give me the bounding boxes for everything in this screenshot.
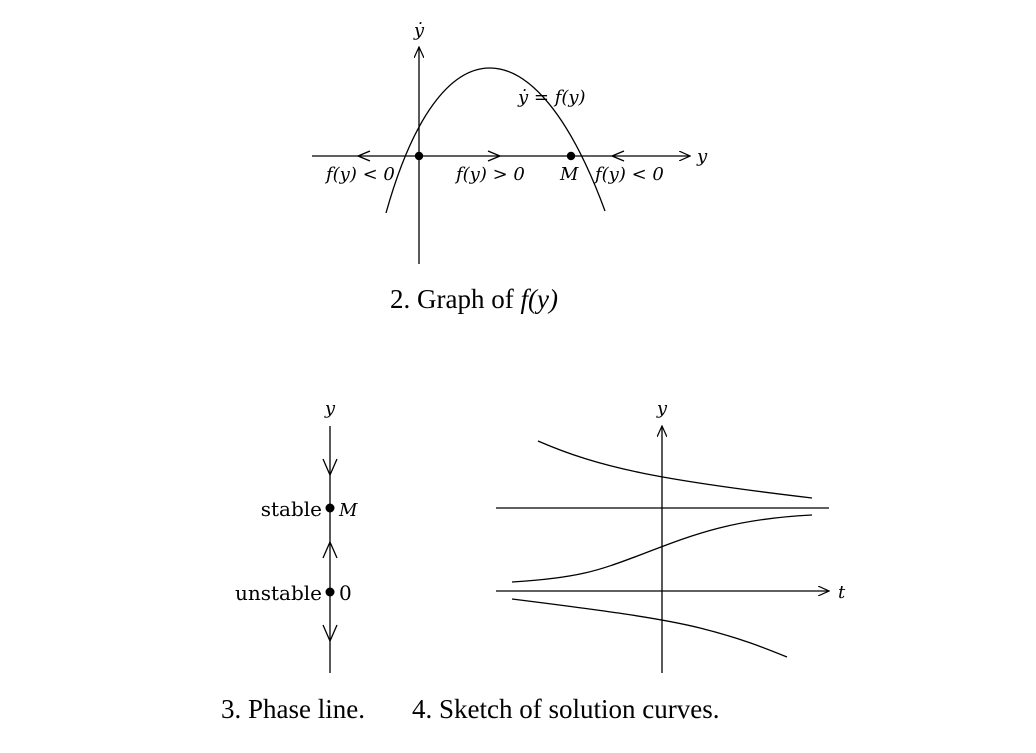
region-right-label: f(y) < 0 [593,164,664,185]
figure-3-phase-line: y stable M unstable 0 [235,398,358,673]
equilibrium-point-m [566,151,576,161]
phase-line-axis-label: y [324,398,336,419]
unstable-point-label: 0 [339,581,352,605]
figure-2-caption: 2. Graph of f(y) [390,284,558,314]
unstable-label: unstable [235,581,322,605]
y-axis-label: y [696,146,708,167]
solution-y-axis-label: y [656,398,668,419]
solution-curve-logistic [511,514,813,583]
figure-4-solution-curves: y t [496,398,846,673]
point-m-label: M [559,164,579,185]
curve-label: ẏ = f(y) [517,87,586,108]
solution-curve-above-m [537,440,813,499]
right-direction-arrow-icon [610,150,625,162]
solution-curve-below-zero [511,598,788,658]
down-arrow-icon-top [322,458,338,477]
figure-3-caption: 3. Phase line. [221,694,365,724]
figure-2-caption-math: f(y) [520,284,557,314]
stable-point-label: M [338,500,358,521]
stable-label: stable [261,497,322,521]
unstable-point-zero [325,587,335,597]
figure-2-caption-text: 2. Graph of [390,284,520,314]
stable-point-m [325,503,335,513]
up-arrow-icon-middle [322,540,338,559]
region-middle-label: f(y) > 0 [454,164,525,185]
middle-direction-arrow-icon [487,150,502,162]
down-arrow-icon-bottom [322,624,338,643]
solution-t-axis-label: t [838,582,846,603]
figure-2-graph: ẏ y ẏ = f(y) f(y) < 0 f(y) > 0 M f(y) < … [312,20,708,314]
left-direction-arrow-icon [356,150,371,162]
equilibrium-point-zero [414,151,424,161]
parabola-curve [385,67,606,214]
region-left-label: f(y) < 0 [324,164,395,185]
figure-4-caption: 4. Sketch of solution curves. [412,694,719,724]
ydot-axis-label: ẏ [413,20,425,41]
